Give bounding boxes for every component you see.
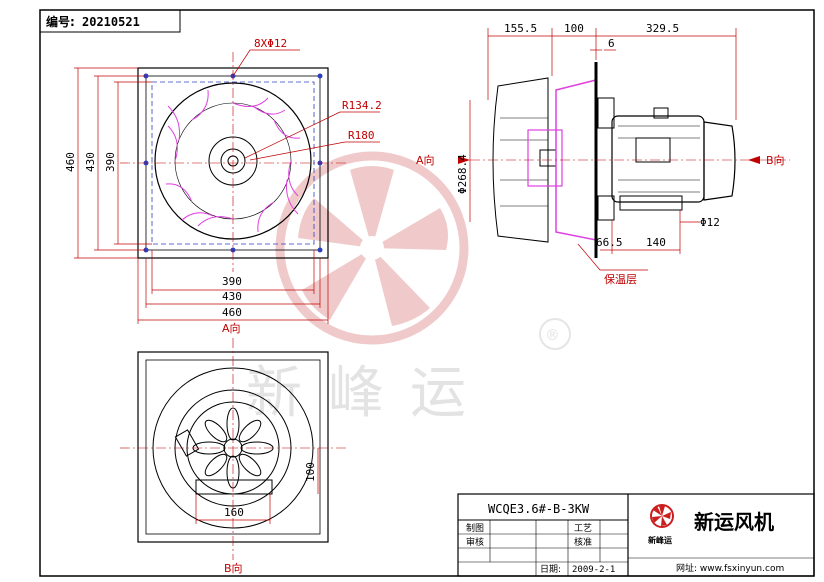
model-number: WCQE3.6#-B-3KW [488, 502, 590, 516]
dim-160: 160 [224, 506, 244, 519]
label-approved: 核准 [574, 536, 592, 548]
side-a-label: A向 [416, 153, 435, 167]
dim-dia-268: Φ268.4 [456, 154, 469, 194]
hub [527, 129, 563, 187]
number-value: 20210521 [82, 15, 140, 29]
view-b-label: B向 [224, 561, 243, 575]
dim-100: 100 [564, 22, 584, 35]
bottom-view: 160 100 B向 [120, 338, 346, 575]
registered-mark: ® [547, 325, 558, 346]
dim-6: 6 [608, 37, 615, 50]
number-cell [39, 9, 181, 33]
company-name: 新运风机 [694, 510, 774, 534]
dim-66-5: 66.5 [596, 236, 623, 249]
website: 网址: www.fsxinyun.com [676, 562, 784, 574]
label-date: 日期: [540, 564, 561, 575]
dim-h-430: 430 [222, 290, 242, 303]
title-block [457, 493, 815, 577]
dim-329-5: 329.5 [646, 22, 679, 35]
impeller-side [492, 77, 549, 243]
company-logo [650, 504, 674, 528]
side-b-label: B向 [766, 153, 785, 167]
dim-v-390: 390 [104, 152, 117, 172]
radius-large: R180 [348, 129, 375, 142]
number-label: 编号: [45, 14, 75, 29]
front-view: 8XΦ12 R134.2 R180 390 430 460 A向 460 430… [64, 37, 382, 335]
dim-v-430: 430 [84, 152, 97, 172]
motor-fan-cover [703, 121, 736, 201]
sheet-border [39, 9, 815, 577]
label-drawn: 制图 [466, 522, 484, 534]
bolt-dia: Φ12 [700, 216, 720, 229]
dim-v-460: 460 [64, 152, 77, 172]
insulation-label: 保温层 [604, 272, 637, 286]
dim-100-v: 100 [304, 462, 317, 482]
dim-140: 140 [646, 236, 666, 249]
label-process: 工艺 [574, 523, 592, 534]
side-view: 155.5 100 329.5 6 A向 B向 [416, 22, 790, 286]
watermark-logo: ® [275, 151, 571, 350]
date-value: 2009-2-1 [572, 565, 615, 575]
holes-callout: 8XΦ12 [254, 37, 287, 50]
dim-155-5: 155.5 [504, 22, 537, 35]
watermark-brand: 新峰运 [246, 361, 492, 426]
motor-body [611, 115, 705, 203]
view-a-label: A向 [222, 321, 241, 335]
dim-h-390: 390 [222, 275, 242, 288]
dim-h-460: 460 [222, 306, 242, 319]
logo-text: 新峰运 [648, 535, 672, 545]
label-checked: 审核 [466, 536, 484, 548]
radius-small: R134.2 [342, 99, 382, 112]
